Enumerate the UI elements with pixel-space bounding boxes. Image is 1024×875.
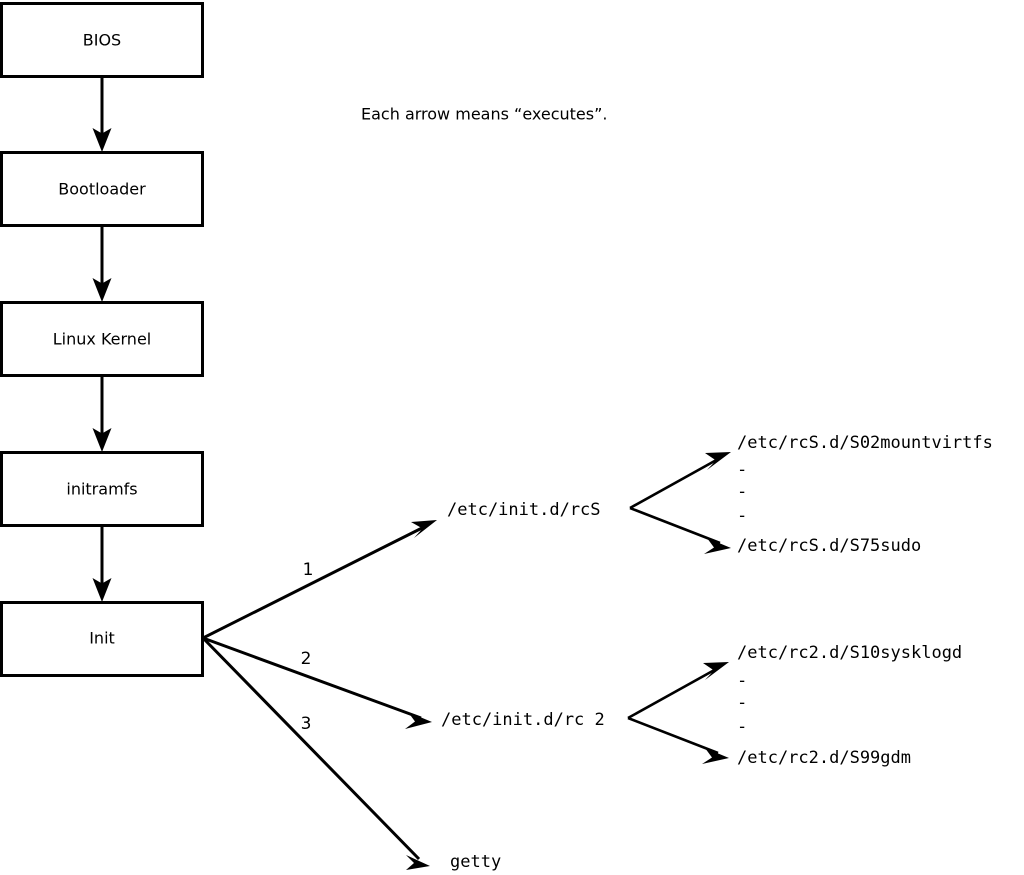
- rc2-ellipsis-dash-1: -: [737, 671, 747, 691]
- branch-2-init-to-rc2: 2: [202, 636, 432, 729]
- branch-2-number: 2: [301, 649, 312, 669]
- rc2-ellipsis-dash-2: -: [737, 693, 747, 713]
- label-init-d-rc2: /etc/init.d/rc 2: [441, 710, 605, 730]
- label-rcs-d-first-script: /etc/rcS.d/S02mountvirtfs: [737, 433, 993, 453]
- node-bootloader-box: [0, 151, 204, 227]
- node-init: Init: [0, 601, 204, 677]
- label-getty: getty: [450, 852, 501, 872]
- node-linux-kernel-label: Linux Kernel: [53, 330, 151, 349]
- node-bootloader-label: Bootloader: [58, 180, 146, 199]
- label-init-d-rcs: /etc/init.d/rcS: [447, 500, 601, 520]
- node-initramfs-label: initramfs: [66, 480, 137, 499]
- branch-1-init-to-rcs: 1: [202, 520, 437, 640]
- arrow-rc2-to-last-script: [627, 716, 729, 764]
- node-linux-kernel: Linux Kernel: [0, 301, 204, 377]
- arrow-initramfs-to-init: [92, 526, 112, 602]
- rcs-ellipsis-dash-2: -: [737, 482, 747, 502]
- arrow-bios-to-bootloader: [92, 77, 112, 152]
- node-init-label: Init: [89, 629, 115, 648]
- rcs-ellipsis-dash-3: -: [737, 506, 747, 526]
- rc2-ellipsis-dash-3: -: [737, 717, 747, 737]
- label-rcs-d-last-script: /etc/rcS.d/S75sudo: [737, 536, 921, 556]
- arrow-rcs-to-last-script: [629, 506, 731, 554]
- node-bios: BIOS: [0, 2, 204, 78]
- branch-3-init-to-getty: 3: [201, 636, 430, 870]
- rcs-ellipsis-dash-1: -: [737, 460, 747, 480]
- node-bootloader: Bootloader: [0, 151, 204, 227]
- node-linux-kernel-box: [0, 301, 204, 377]
- arrow-rcs-to-first-script: [629, 452, 731, 510]
- label-rc2-d-last-script: /etc/rc2.d/S99gdm: [737, 748, 911, 768]
- node-bios-label: BIOS: [83, 31, 121, 50]
- branch-1-number: 1: [303, 560, 314, 580]
- node-initramfs-box: [0, 451, 204, 527]
- arrow-bootloader-to-kernel: [92, 226, 112, 302]
- node-init-box: [0, 601, 204, 677]
- arrow-rc2-to-first-script: [627, 662, 729, 720]
- node-bios-box: [0, 2, 204, 78]
- arrow-kernel-to-initramfs: [92, 376, 112, 452]
- branch-3-number: 3: [301, 714, 312, 734]
- label-rc2-d-first-script: /etc/rc2.d/S10sysklogd: [737, 643, 962, 663]
- diagram-caption: Each arrow means “executes”.: [361, 105, 607, 124]
- node-initramfs: initramfs: [0, 451, 204, 527]
